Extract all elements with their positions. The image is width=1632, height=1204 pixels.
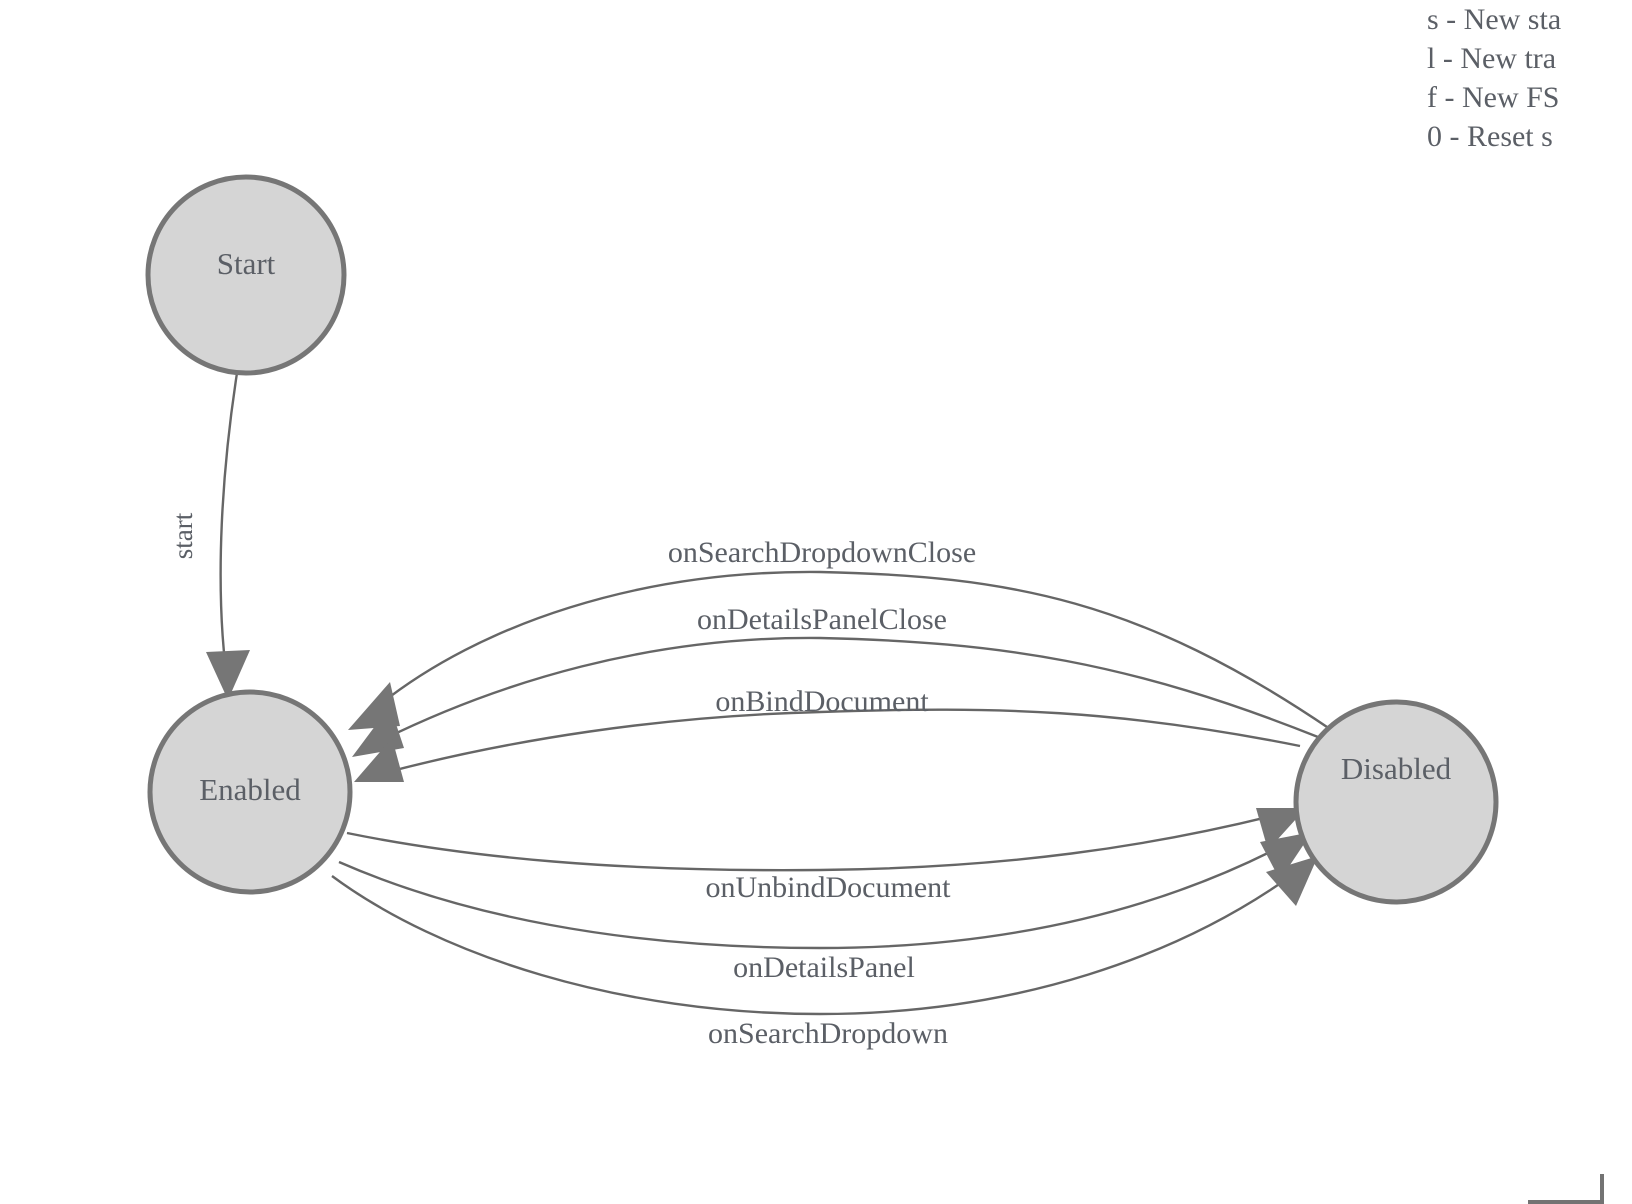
edge-path-ondetailspanel <box>338 846 1279 950</box>
arrowhead-onunbinddocument <box>1256 808 1306 850</box>
edge-label-start: start <box>168 512 198 559</box>
edge-label-ondetailspanelclose: onDetailsPanelClose <box>697 603 947 636</box>
edge-enabled-to-disabled-ondetailspanel[interactable]: onDetailsPanel <box>338 832 1312 984</box>
edge-label-onunbinddocument: onUnbindDocument <box>706 871 952 904</box>
edge-path-onunbinddocument <box>346 814 1273 872</box>
edge-start-to-enabled[interactable]: start <box>168 372 250 700</box>
edge-disabled-to-enabled-onbinddocument[interactable]: onBindDocument <box>354 685 1301 782</box>
edge-path-start <box>219 372 239 673</box>
node-start-label: Start <box>217 246 276 281</box>
edge-label-ondetailspanel: onDetailsPanel <box>733 951 915 984</box>
node-enabled-circle <box>147 689 353 895</box>
node-start-circle <box>145 174 347 376</box>
node-enabled-label: Enabled <box>199 772 301 807</box>
edge-path-ondetailspanelclose <box>381 636 1319 742</box>
node-disabled[interactable]: Disabled <box>1293 699 1499 905</box>
edge-label-onsearchdropdown: onSearchDropdown <box>708 1017 948 1050</box>
edge-enabled-to-disabled-onsearchdropdown[interactable]: onSearchDropdown <box>331 856 1318 1050</box>
edge-label-onbinddocument: onBindDocument <box>715 685 929 718</box>
viewport-corner-vertical-mark <box>1600 1174 1604 1204</box>
edge-path-onsearchdropdown <box>331 875 1289 1016</box>
edge-disabled-to-enabled-ondetailspanelclose[interactable]: onDetailsPanelClose <box>352 603 1319 757</box>
arrowhead-start-enabled <box>206 650 250 700</box>
arrowhead-ondetailspanel <box>1260 832 1312 880</box>
edge-path-onsearchdropdownclose <box>377 570 1331 730</box>
node-enabled[interactable]: Enabled <box>147 689 353 895</box>
edge-enabled-to-disabled-onunbinddocument[interactable]: onUnbindDocument <box>346 808 1306 904</box>
node-disabled-label: Disabled <box>1341 751 1452 786</box>
edge-label-onsearchdropdownclose: onSearchDropdownClose <box>668 536 976 569</box>
edge-path-onbinddocument <box>387 708 1301 774</box>
arrowhead-onbinddocument <box>354 738 404 782</box>
arrowhead-onsearchdropdown <box>1266 856 1318 906</box>
node-start[interactable]: Start <box>145 174 347 376</box>
viewport-corner-horizontal-mark <box>1528 1200 1604 1204</box>
node-disabled-circle <box>1293 699 1499 905</box>
